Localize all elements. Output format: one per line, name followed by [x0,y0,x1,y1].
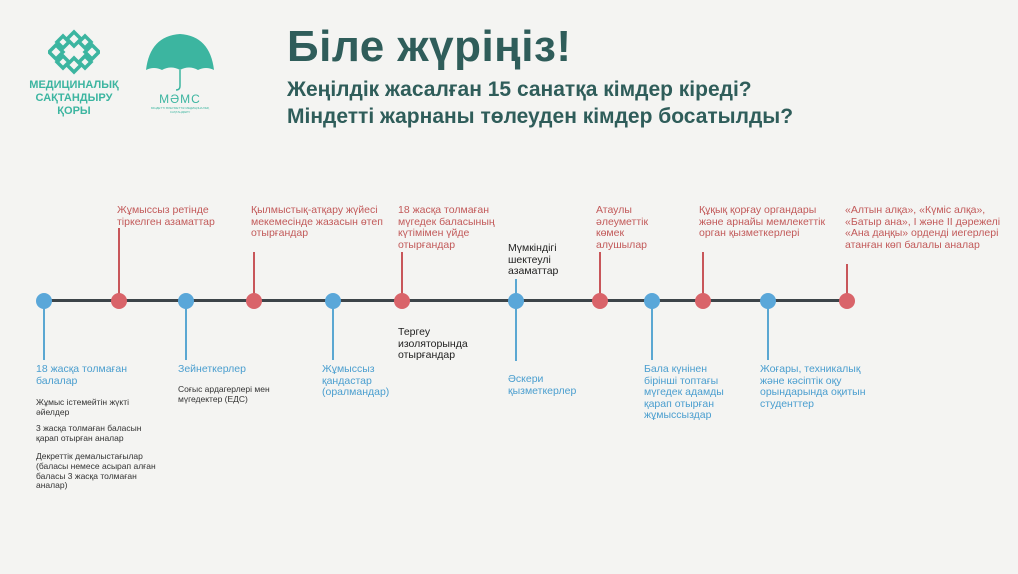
timeline-dot [760,293,776,309]
timeline-stem [401,252,403,300]
umbrella-icon [146,34,214,91]
category-label: 18 жасқа толмаған мүгедек баласының күті… [398,204,495,251]
category-note: Соғыс ардагерлері мен мүгедектер (ЕДС) [178,384,270,404]
timeline-dot [394,293,410,309]
subtitle-1: Жеңілдік жасалған 15 санатқа кімдер кіре… [287,78,752,101]
category-note: Жұмыс істемейтін жүкті әйелдер [36,397,130,417]
timeline-dot [508,293,524,309]
timeline-stem [599,252,601,300]
timeline-dot [325,293,341,309]
category-note: 3 жасқа толмаған баласын қарап отырған а… [36,423,142,443]
timeline-stem [43,302,45,360]
subtitle-2: Міндетті жарнаны төлеуден кімдер босатыл… [287,105,794,128]
timeline-stem [702,252,704,300]
timeline-dot [695,293,711,309]
timeline-axis [40,299,852,302]
category-note: (баласы немесе асырап алған баласы 3 жас… [36,461,156,490]
timeline-stem [767,302,769,360]
timeline-stem [185,302,187,360]
category-label: Жоғары, техникалық және кәсіптік оқу оры… [760,363,866,410]
category-note: Декреттік демалыстағылар [36,451,143,461]
mams-logo-text: МӘМС [159,92,201,106]
category-label: Бала күнінен бірінші топтағы мүгедек ада… [644,363,724,421]
category-label: «Алтын алқа», «Күміс алқа», «Батыр ана»,… [845,204,1001,251]
fund-logo [46,28,102,76]
timeline-stem [118,228,120,300]
category-label: Атаулы әлеуметтік көмек алушылар [596,204,649,251]
mams-logo-tagline: МІНДЕТТІ ӘЛЕУМЕТТІК МЕДИЦИНАЛЫҚ САҚТАНДЫ… [150,106,210,114]
category-label: Қылмыстық-атқару жүйесі мекемесінде жаза… [251,204,383,239]
timeline-dot [592,293,608,309]
timeline-stem [515,279,517,361]
fund-logo-line-1: МЕДИЦИНАЛЫҚ [29,79,119,91]
timeline-dot [839,293,855,309]
category-label: Жұмыссыз ретінде тіркелген азаматтар [117,204,215,228]
page-title: Біле жүріңіз! [287,22,572,71]
category-label: Тергеу изоляторында отырғандар [398,326,468,361]
category-label: 18 жасқа толмаған балалар [36,363,128,387]
timeline-dot [644,293,660,309]
timeline-dot [36,293,52,309]
timeline-stem [846,264,848,300]
category-label: Құқық қорғау органдары және арнайы мемле… [699,204,826,239]
timeline-stem [332,302,334,360]
fund-logo-line-2: САҚТАНДЫРУ [35,92,113,104]
timeline-dot [246,293,262,309]
timeline-dot [111,293,127,309]
category-label: Мүмкіндігі шектеулі азаматтар [508,242,559,277]
category-label: Зейнеткерлер [178,363,246,375]
category-label: Әскери қызметкерлер [508,373,577,397]
timeline-stem [253,252,255,300]
timeline-stem [651,302,653,360]
fund-logo-text: МЕДИЦИНАЛЫҚ САҚТАНДЫРУ ҚОРЫ [28,79,120,118]
category-label: Жұмыссыз қандастар (оралмандар) [322,363,390,398]
fund-logo-line-3: ҚОРЫ [57,105,91,117]
mams-logo [142,30,218,92]
fund-logo-icon [46,29,102,75]
timeline-dot [178,293,194,309]
